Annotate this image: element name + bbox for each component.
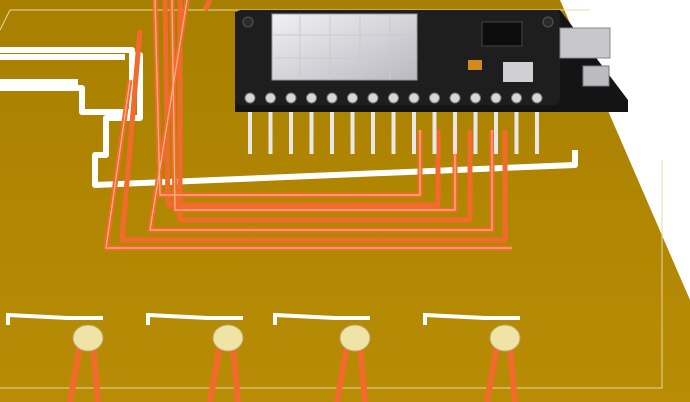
usb-connector [559, 27, 611, 59]
copper-traces-highlight [105, 0, 512, 249]
header-pin [306, 92, 317, 154]
led-4 [423, 312, 521, 402]
header-pins [244, 92, 543, 154]
header-pin [265, 92, 276, 154]
led-components [6, 312, 521, 402]
header-pin [511, 92, 522, 154]
microcontroller-module [235, 10, 628, 112]
header-pin [244, 92, 256, 154]
header-pin [429, 92, 440, 154]
header-pin [326, 92, 338, 154]
header-pin [347, 92, 358, 154]
led-2 [146, 312, 244, 402]
header-pin [490, 92, 502, 154]
led-1 [6, 312, 104, 402]
header-pin [367, 92, 379, 154]
chip [481, 21, 523, 47]
led-3 [273, 312, 371, 402]
header-pin [449, 92, 461, 154]
header-pin [470, 92, 481, 154]
button [582, 65, 610, 87]
header-pin [531, 92, 543, 154]
jumper-wires [0, 47, 578, 188]
rf-shield [271, 13, 418, 81]
header-pin [408, 92, 420, 154]
header-pin [388, 92, 399, 154]
header-pin [285, 92, 297, 154]
regulator [503, 62, 533, 82]
